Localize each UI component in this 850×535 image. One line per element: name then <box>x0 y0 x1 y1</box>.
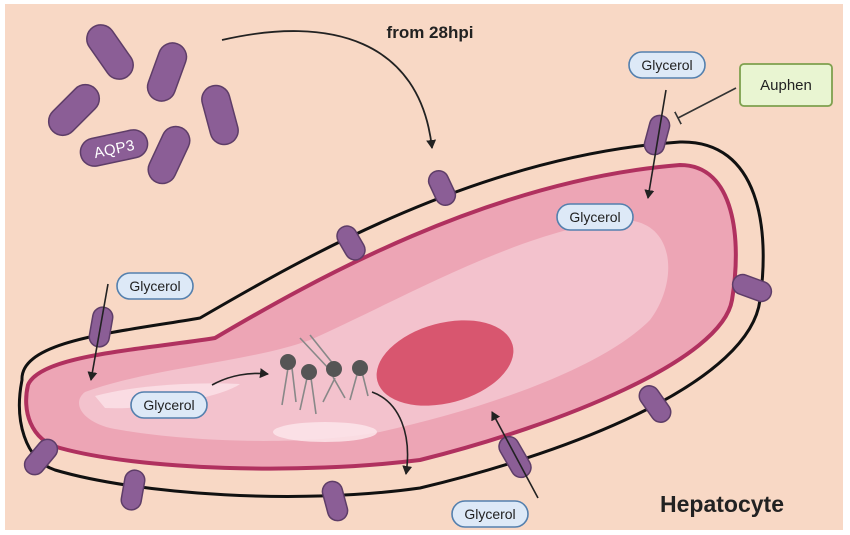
svg-text:Glycerol: Glycerol <box>569 209 620 225</box>
lipid-head <box>301 364 317 380</box>
timepoint-label: from 28hpi <box>387 23 474 42</box>
lipid-head <box>280 354 296 370</box>
highlight <box>273 422 377 442</box>
svg-text:Glycerol: Glycerol <box>143 397 194 413</box>
svg-text:Glycerol: Glycerol <box>464 506 515 522</box>
auphen-box: Auphen <box>740 64 832 106</box>
glycerol-label-left: Glycerol <box>117 273 193 299</box>
cell-type-label: Hepatocyte <box>660 491 784 517</box>
glycerol-label-cytoplasm: Glycerol <box>131 392 207 418</box>
glycerol-label-top: Glycerol <box>629 52 705 78</box>
svg-text:Glycerol: Glycerol <box>641 57 692 73</box>
svg-text:Glycerol: Glycerol <box>129 278 180 294</box>
lipid-head <box>352 360 368 376</box>
auphen-label: Auphen <box>760 77 812 94</box>
lipid-head <box>326 361 342 377</box>
glycerol-label-bottom: Glycerol <box>452 501 528 527</box>
glycerol-label-inner: Glycerol <box>557 204 633 230</box>
